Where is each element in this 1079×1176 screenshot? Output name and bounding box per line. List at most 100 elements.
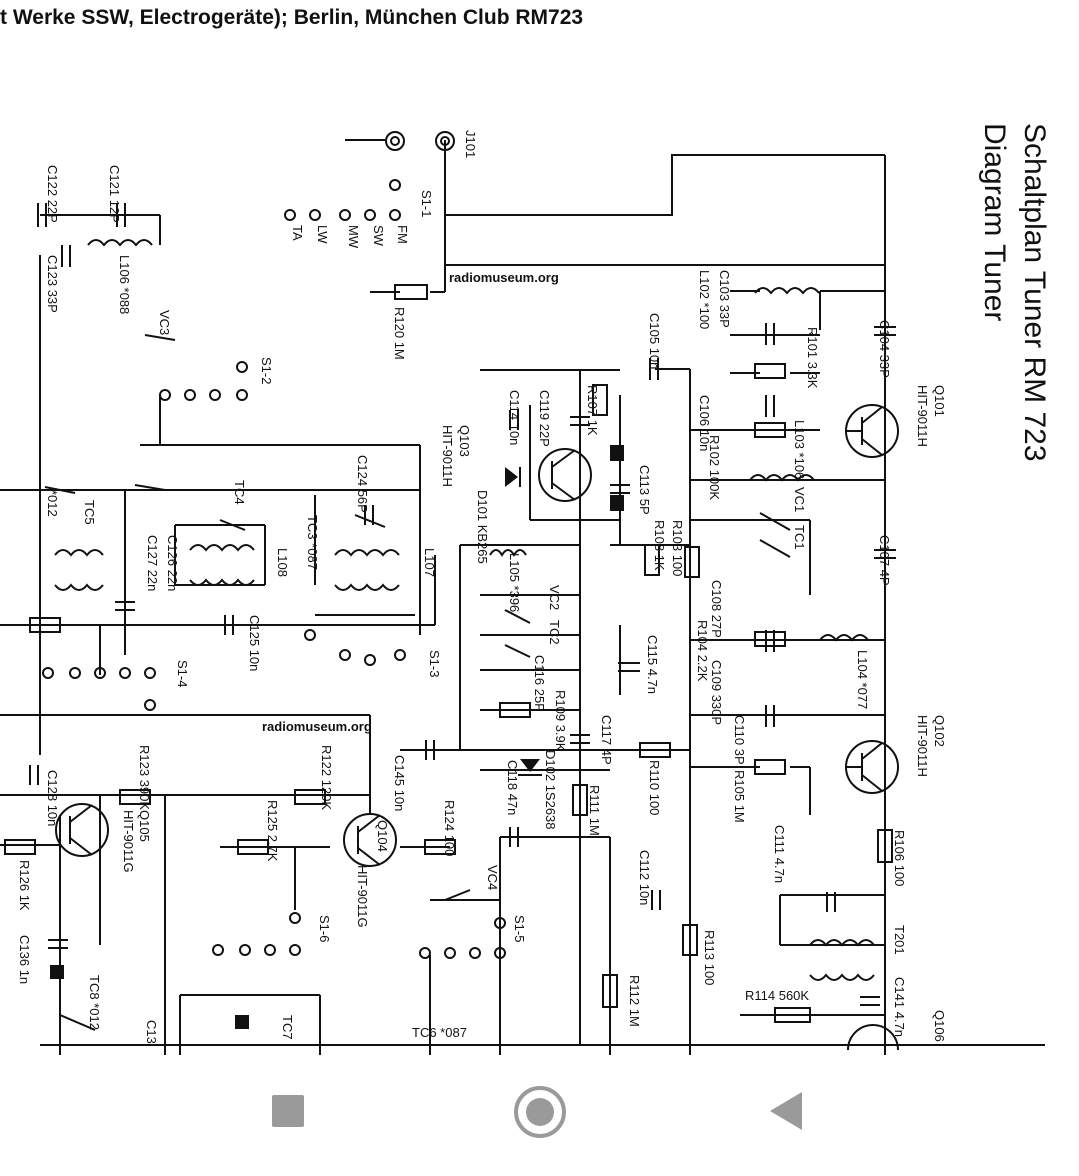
capacitors [29,203,896,1006]
label-c114: C114 10n [507,390,522,445]
label-r103: R103 100 [670,520,685,576]
label-c124: C124 56P [355,455,370,513]
inductors [54,239,875,981]
label-c126: C126 22n [165,535,180,591]
transistor-q106 [847,1024,899,1051]
label-r106: R106 100 [892,830,907,886]
label-vc2: VC2 [547,585,562,610]
label-d102: D102 1S2638 [543,750,558,830]
label-r109: R109 3.9K [553,690,568,752]
label-s1-3: S1-3 [427,650,442,677]
label-r108: R108 1K [652,520,667,571]
page-title: t Werke SSW, Electrogeräte); Berlin, Mün… [0,6,584,29]
label-c108: C108 27P [709,580,724,638]
schematic-title-line2: Diagram Tuner [978,123,1011,321]
label-l104: L104 *077 [855,650,870,709]
label-r111: R111 1M [587,785,602,836]
label-lw: LW [315,225,330,244]
label-q103: Q103 [457,425,472,457]
label-c125: C125 10n [247,615,262,671]
label-q105-type: HIT-9011G [121,810,136,873]
label-r124: R124 100 [442,800,457,856]
label-c117: C117 4P [599,715,614,765]
label-r101: R101 3.3K [805,327,820,389]
label-c113: C113 5P [637,465,652,515]
label-l107: L107 [422,548,437,577]
label-c123: C123 33P [45,255,60,313]
label-tc7: TC7 [280,1015,295,1040]
label-t201: T201 [892,925,907,955]
label-c122: C122 22P [45,165,60,223]
back-triangle-icon[interactable] [770,1092,802,1130]
label-r125: R125 2.7K [265,800,280,862]
label-q104: Q104 [375,820,390,852]
label-tc6: TC6 *087 [412,1025,467,1040]
label-r105: R105 1M [732,770,747,823]
label-c136: C136 1n [17,935,32,984]
label-l106: L106 *088 [117,255,132,314]
label-s1-6: S1-6 [317,915,332,942]
label-vc1: VC1 [792,487,807,512]
label-s1-5: S1-5 [512,915,527,942]
label-q105: Q105 [137,810,152,842]
label-tc2: TC2 [547,620,562,645]
watermark-bottom: radiomuseum.org [262,719,372,734]
label-c116: C116 25P [532,655,547,712]
label-c119: C119 22P [537,390,552,447]
label-s1-1: S1-1 [419,190,434,217]
label-r107: R107 1K [585,385,600,436]
label-tc4: TC4 [232,480,247,505]
transistor-q102 [845,740,899,794]
label-d101: D101 KB265 [475,490,490,564]
label-q106: Q106 [932,1010,947,1042]
label-c109: C109 330P [709,660,724,725]
label-r120: R120 1M [392,307,407,360]
label-c127: C127 22n [145,535,160,591]
label-j101: J101 [463,130,478,158]
schematic-title: Schaltplan Tuner RM 723 Diagram Tuner [978,123,1051,462]
label-q103-type: HIT-9011H [440,425,455,487]
label-r113: R113 100 [702,930,717,985]
label-c141: C141 4.7n [892,977,907,1037]
label-r123: R123 390K [137,745,152,810]
label-q101: Q101 [932,385,947,417]
label-q101-type: HIT-9011H [915,385,930,447]
label-c145: C145 10n [392,755,407,811]
label-c128: C128 10n [45,770,60,826]
label-r112: R112 1M [627,975,642,1027]
schematic-title-line1: Schaltplan Tuner RM 723 [1018,123,1051,462]
label-q102-type: HIT-9011H [915,715,930,777]
transistor-q101 [845,404,899,458]
label-c103: C103 33P [717,270,732,328]
label-tc5: TC5 [82,500,97,525]
label-r114: R114 560K [745,988,809,1003]
recent-apps-square-icon[interactable] [272,1095,304,1127]
label-vc4: VC4 [485,865,500,890]
label-r110: R110 100 [647,760,662,815]
label-c112: C112 10n [637,850,652,905]
home-inner-circle-icon [526,1098,554,1126]
label-q102: Q102 [932,715,947,747]
label-vc3: VC3 [157,310,172,335]
label-c115: C115 4.7n [645,635,660,694]
watermark-top: radiomuseum.org [449,270,559,285]
label-s1-2: S1-2 [259,357,274,384]
transistor-q103 [538,448,592,502]
label-r126: R126 1K [17,860,32,911]
transistor-q104 [343,813,397,867]
label-tc8: TC8 *012 [87,975,102,1030]
label-c104: C104 33P [877,320,892,378]
diodes [50,445,624,1029]
home-circle-icon[interactable] [514,1086,566,1138]
label-tc3: TC3 *087 [305,515,320,570]
label-fm: FM [395,225,410,244]
label-s1-4: S1-4 [175,660,190,687]
schematic-diagram: J101 S1-1 FM SW MW LW TA R120 1M C121 12… [0,123,1051,1055]
label-l108: L108 [275,548,290,577]
label-l105: L105 *396 [507,553,522,612]
label-c105: C105 10n [647,313,662,369]
label-tc1: TC1 [792,525,807,550]
resistors [4,284,893,1023]
label-mw: MW [346,225,361,249]
label-l102: L102 *100 [697,270,712,329]
